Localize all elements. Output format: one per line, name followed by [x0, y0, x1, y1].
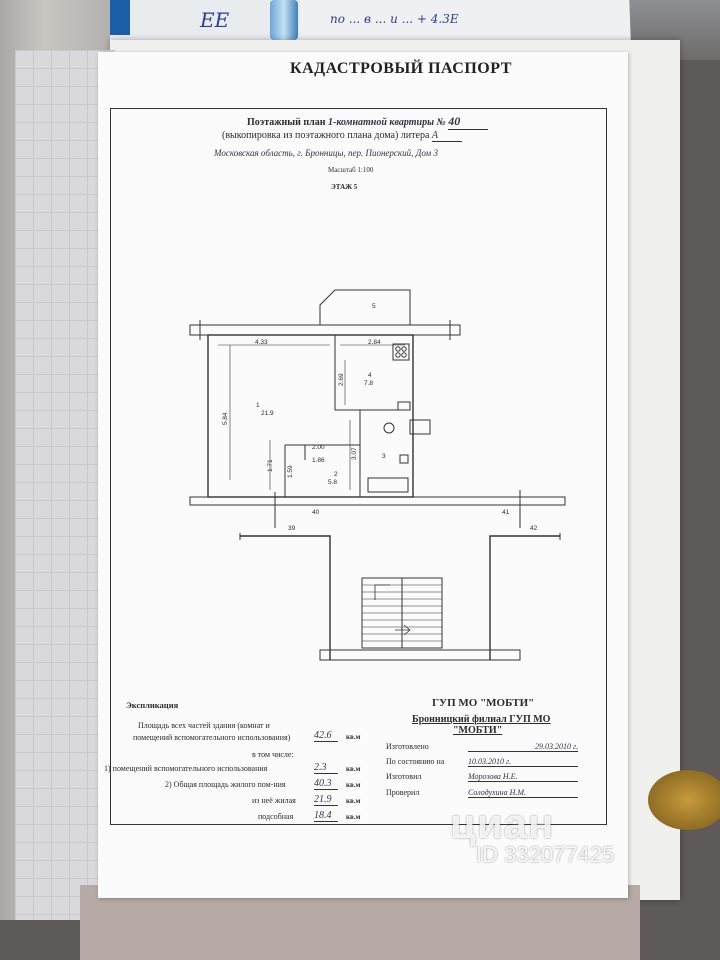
desk-scribble-a: ЕЕ — [200, 8, 230, 32]
lower-landing — [319, 649, 521, 661]
utility-unit: кв.м — [346, 813, 361, 821]
apt-label-40: 40 — [312, 509, 320, 516]
room-2-area: 5.8 — [328, 479, 337, 486]
address: Московская область, г. Бронницы, пер. Пи… — [214, 148, 439, 158]
utility-value: 18.4 — [314, 810, 338, 822]
dim-433: 4.33 — [255, 339, 268, 346]
including-label: в том числе: — [252, 750, 294, 759]
sink — [397, 401, 411, 411]
living-unit: кв.м — [346, 797, 361, 805]
balcony-outline — [319, 289, 411, 325]
pen — [270, 0, 298, 40]
utility-label: подсобная — [258, 812, 294, 821]
total-label-2: помещений вспомогательного использования… — [133, 733, 291, 742]
aux-unit: кв.м — [346, 765, 361, 773]
total-value: 42.6 — [314, 730, 338, 742]
toilet — [409, 419, 431, 435]
extract-note: (выкопировка из поэтажного плана дома) л… — [222, 130, 430, 141]
state-label: По состоянию на — [386, 757, 445, 766]
room-1-area: 21.9 — [261, 410, 274, 417]
plan-title-prefix: Поэтажный план — [247, 117, 326, 128]
dim-200: 2.00 — [312, 444, 325, 451]
document-sheet — [98, 52, 628, 898]
plan-title-main: 1-комнатной квартиры № — [327, 117, 446, 128]
aux-value: 2.3 — [314, 762, 338, 774]
desk-scribble-b: по ... в ... и ... + 4.3Е — [330, 12, 459, 26]
stair-left-wall — [240, 535, 331, 660]
living-total-value: 40.3 — [314, 778, 338, 790]
dim-584: 5.84 — [222, 412, 229, 425]
stair-right-wall — [489, 535, 560, 660]
passport-title: КАДАСТРОВЫЙ ПАСПОРТ — [290, 60, 512, 77]
dim-284: 2.84 — [368, 339, 381, 346]
org-branch-1: Бронницкий филиал ГУП МО — [412, 714, 551, 725]
watermark: циан ID 332077425 — [450, 800, 614, 868]
plan-title: Поэтажный план 1-комнатной квартиры № 40 — [247, 114, 489, 130]
total-label-1: Площадь всех частей здания (комнат и — [138, 721, 270, 730]
checker-label: Проверил — [386, 788, 420, 797]
apt-label-39: 39 — [288, 525, 296, 532]
lower-wall — [189, 496, 566, 506]
dim-307: 3.07 — [351, 447, 358, 460]
state-value: 10.03.2010 г. — [468, 757, 578, 767]
room-2-number: 2 — [334, 471, 338, 478]
aux-label: 1) помещений вспомогательного использова… — [104, 764, 268, 773]
dim-186: 1.86 — [312, 457, 325, 464]
bathtub — [367, 477, 409, 493]
dim-269: 2.69 — [338, 373, 345, 386]
litera-value: А — [431, 130, 462, 142]
dim-171: 1.71 — [267, 459, 274, 472]
room-4-number: 4 — [368, 372, 372, 379]
maker-value: Морозова Н.Е. — [468, 772, 578, 782]
org-name: ГУП МО "МОБТИ" — [432, 697, 535, 709]
checker-value: Солодухина Н.М. — [468, 788, 578, 798]
apartment-outline — [207, 334, 414, 498]
room-4-area: 7.8 — [364, 380, 373, 387]
org-branch-2: "МОБТИ" — [453, 725, 503, 736]
apartment-number: 40 — [448, 114, 489, 130]
living-value: 21.9 — [314, 794, 338, 806]
stove — [392, 343, 410, 361]
watermark-id: ID 332077425 — [476, 842, 615, 867]
room-1-number: 1 — [256, 402, 260, 409]
apt-label-41: 41 — [502, 509, 510, 516]
living-label: из неё жилая — [252, 796, 296, 805]
total-unit: кв.м — [346, 733, 361, 741]
dim-159: 1.59 — [287, 465, 294, 478]
room-5-number: 5 — [372, 303, 376, 310]
room-3-number: 3 — [382, 453, 386, 460]
apt-label-42: 42 — [530, 525, 538, 532]
coin — [648, 770, 720, 830]
top-wall — [189, 324, 461, 336]
made-value: 29.03.2010 г. — [468, 742, 578, 752]
scale: Масштаб 1:100 — [328, 166, 374, 174]
explication-title: Экспликация — [126, 700, 179, 710]
living-total-unit: кв.м — [346, 781, 361, 789]
extract-note-line: (выкопировка из поэтажного плана дома) л… — [222, 130, 462, 142]
maker-label: Изготовил — [386, 772, 422, 781]
made-label: Изготовлено — [386, 742, 429, 751]
document-frame — [110, 108, 607, 825]
watermark-logo: циан — [450, 800, 555, 847]
living-total-label: 2) Общая площадь жилого пом-ния — [165, 780, 286, 789]
floor-label: ЭТАЖ 5 — [331, 183, 358, 191]
